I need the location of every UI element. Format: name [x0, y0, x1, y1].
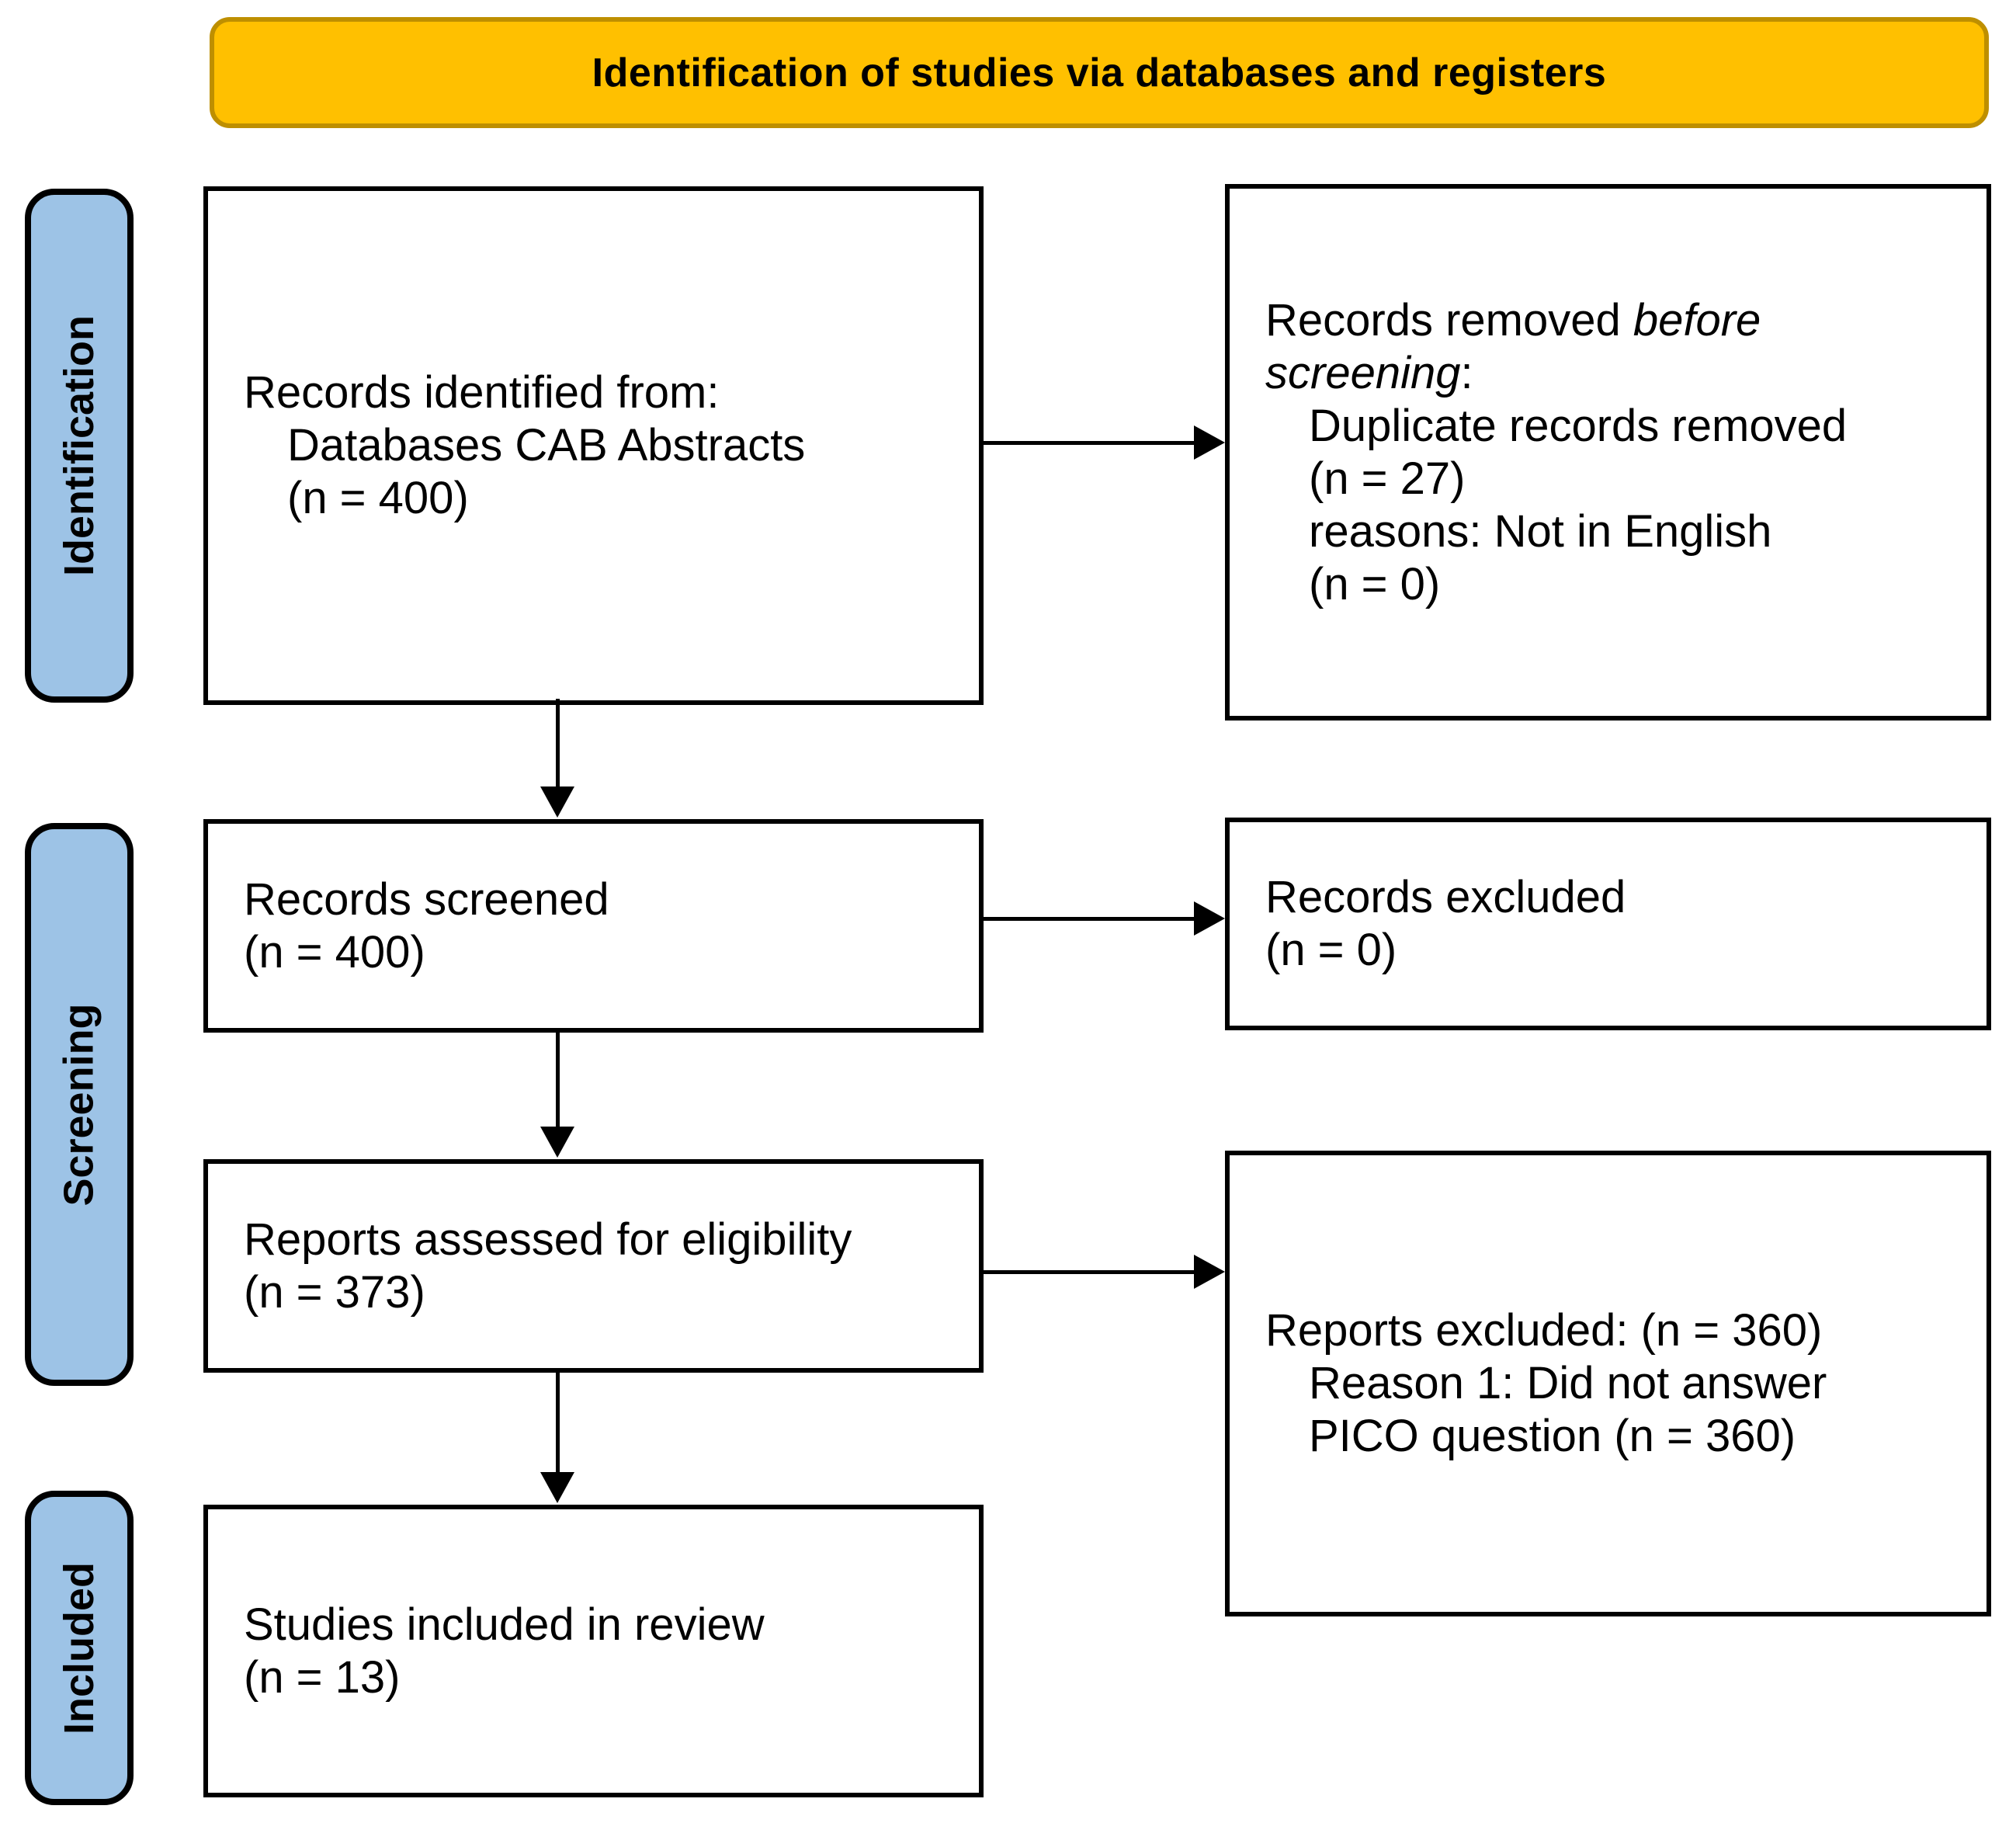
arrow-shaft: [555, 1033, 560, 1131]
arrowhead-right-icon: [1194, 1255, 1225, 1289]
stage-included: Included: [25, 1491, 134, 1805]
stage-included-label: Included: [56, 1561, 103, 1734]
removed-reason-count: (n = 0): [1309, 558, 1441, 609]
studies-included-line: Studies included in review: [244, 1599, 765, 1650]
arrowhead-right-icon: [1194, 901, 1225, 936]
studies-included-count: (n = 13): [244, 1651, 401, 1703]
records-removed-line1-italic: before: [1633, 294, 1761, 346]
arrow-screened-to-excluded: [984, 901, 1225, 936]
arrowhead-down-icon: [540, 1127, 574, 1158]
arrowhead-down-icon: [540, 1472, 574, 1503]
arrow-shaft: [555, 699, 560, 791]
records-removed-line2-italic: screening: [1265, 347, 1461, 398]
records-screened-count: (n = 400): [244, 926, 425, 977]
box-studies-included: Studies included in review (n = 13): [203, 1505, 984, 1797]
reports-excluded-reason1: Reason 1: Did not answer: [1309, 1358, 1827, 1408]
title-banner: Identification of studies via databases …: [210, 17, 1989, 128]
box-records-identified: Records identified from: Databases CAB A…: [203, 186, 984, 705]
box-records-removed: Records removed before screening: Duplic…: [1225, 184, 1991, 721]
reports-assessed-count: (n = 373): [244, 1266, 425, 1318]
arrow-assessed-to-included: [540, 1373, 574, 1503]
duplicates-removed-count: (n = 27): [1309, 453, 1466, 504]
arrow-shaft: [984, 1269, 1199, 1274]
diagram-title: Identification of studies via databases …: [592, 50, 1607, 95]
records-identified-line: Records identified from:: [244, 367, 720, 418]
arrow-identified-to-removed: [984, 425, 1225, 460]
records-excluded-line: Records excluded: [1265, 872, 1626, 922]
records-removed-line1: Records removed before: [1265, 294, 1971, 347]
arrow-screened-to-assessed: [540, 1033, 574, 1158]
stage-identification: Identification: [25, 189, 134, 703]
stage-identification-label: Identification: [56, 315, 102, 576]
reports-assessed-line: Reports assessed for eligibility: [244, 1214, 852, 1265]
reports-excluded-line: Reports excluded: (n = 360): [1265, 1305, 1823, 1356]
box-records-excluded: Records excluded (n = 0): [1225, 818, 1991, 1030]
duplicates-removed-line: Duplicate records removed: [1309, 400, 1848, 451]
arrow-shaft: [555, 1373, 560, 1477]
records-screened-line: Records screened: [244, 873, 609, 925]
stage-screening: Screening: [25, 823, 134, 1386]
arrowhead-right-icon: [1194, 425, 1225, 460]
stage-screening-label: Screening: [56, 1002, 102, 1207]
arrow-shaft: [984, 916, 1199, 921]
arrowhead-down-icon: [540, 786, 574, 818]
box-reports-excluded: Reports excluded: (n = 360) Reason 1: Di…: [1225, 1151, 1991, 1616]
records-identified-source: Databases CAB Abstracts: [287, 420, 806, 471]
reports-excluded-reason1-count: PICO question (n = 360): [1309, 1411, 1796, 1461]
records-removed-line2: screening:: [1265, 347, 1971, 400]
arrow-identified-to-screened: [540, 699, 574, 818]
arrow-shaft: [984, 440, 1199, 445]
removed-reason-line: reasons: Not in English: [1309, 505, 1772, 557]
box-records-screened: Records screened (n = 400): [203, 819, 984, 1033]
records-removed-line2-colon: :: [1460, 347, 1473, 398]
arrow-assessed-to-excluded: [984, 1255, 1225, 1289]
records-removed-line1-normal: Records removed: [1265, 294, 1633, 346]
records-identified-count: (n = 400): [287, 473, 469, 523]
records-excluded-count: (n = 0): [1265, 925, 1397, 975]
box-reports-assessed: Reports assessed for eligibility (n = 37…: [203, 1159, 984, 1373]
